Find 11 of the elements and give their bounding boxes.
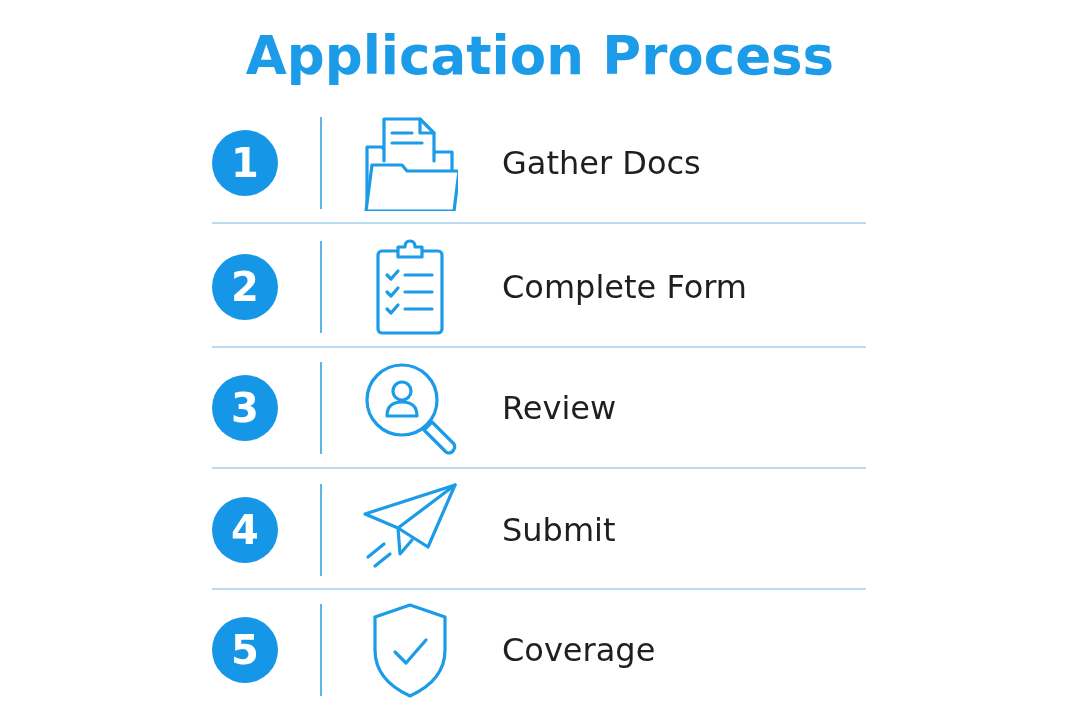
step-label: Complete Form [502, 268, 747, 306]
step-number-circle: 4 [212, 497, 278, 563]
title: Application Process [244, 24, 836, 88]
step-label: Gather Docs [502, 144, 701, 182]
step-number-circle: 3 [212, 375, 278, 441]
step-number-circle: 1 [212, 130, 278, 196]
step-label: Submit [502, 511, 616, 549]
step-number-circle: 2 [212, 254, 278, 320]
step-number-circle: 5 [212, 617, 278, 683]
step-label: Coverage [502, 631, 656, 669]
step-label: Review [502, 389, 617, 427]
